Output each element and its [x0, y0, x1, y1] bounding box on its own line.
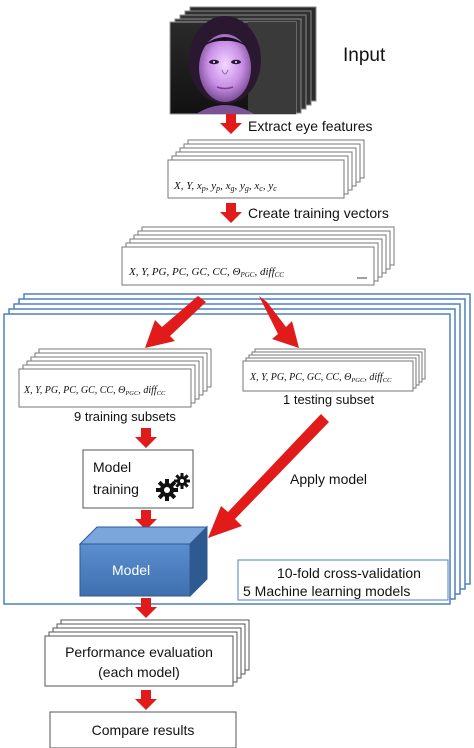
- model-label: Model: [112, 562, 150, 578]
- arrow-to-compare: [135, 690, 157, 710]
- compare-results-box: [49, 711, 237, 748]
- cv-line2: 5 Machine learning models: [243, 583, 410, 599]
- training-vector-stack: [121, 226, 395, 286]
- arrow-apply-model: [208, 414, 329, 538]
- training-subsets-vector: X, Y, PG, PC, GC, CC, ΘPGC, diffCC: [23, 385, 166, 397]
- performance-line1: Performance evaluation: [65, 644, 213, 660]
- model-training-line1: Model: [93, 459, 131, 475]
- gear-icon: [156, 473, 190, 501]
- model-training-box: [82, 449, 194, 509]
- arrow-create: [220, 203, 242, 223]
- performance-line2: (each model): [98, 664, 180, 680]
- apply-model-label: Apply model: [290, 471, 367, 487]
- input-label: Input: [343, 45, 386, 66]
- testing-subset-label: 1 testing subset: [283, 392, 374, 407]
- arrow-split-left: [145, 296, 206, 348]
- cv-label-box: [237, 559, 449, 601]
- face-photo: [169, 16, 297, 115]
- training-subsets-stack: [18, 348, 212, 408]
- training-vector: X, Y, PG, PC, GC, CC, ΘPGC, diffCC: [128, 266, 284, 279]
- training-subsets-label: 9 training subsets: [74, 409, 176, 424]
- arrow-split-right: [259, 296, 299, 348]
- cv-frame-stack: [3, 293, 471, 605]
- step-extract-label: Extract eye features: [248, 118, 373, 134]
- step-create-label: Create training vectors: [248, 205, 389, 221]
- model-cube: [78, 525, 209, 598]
- arrow-extract: [220, 114, 242, 134]
- performance-stack: [44, 619, 250, 687]
- cv-line1: 10-fold cross-validation: [277, 565, 421, 581]
- input-photo-stack: [169, 6, 317, 115]
- eye-features-vector: X, Y, xp, yp, xg, yg, xc, yc: [173, 180, 277, 193]
- testing-subset-vector: X, Y, PG, PC, GC, CC, ΘPGC, diffCC: [249, 372, 392, 384]
- model-training-line2: training: [93, 481, 139, 497]
- compare-results-label: Compare results: [92, 722, 195, 738]
- testing-subset-stack: [242, 348, 426, 392]
- eye-feature-stack: [167, 139, 365, 199]
